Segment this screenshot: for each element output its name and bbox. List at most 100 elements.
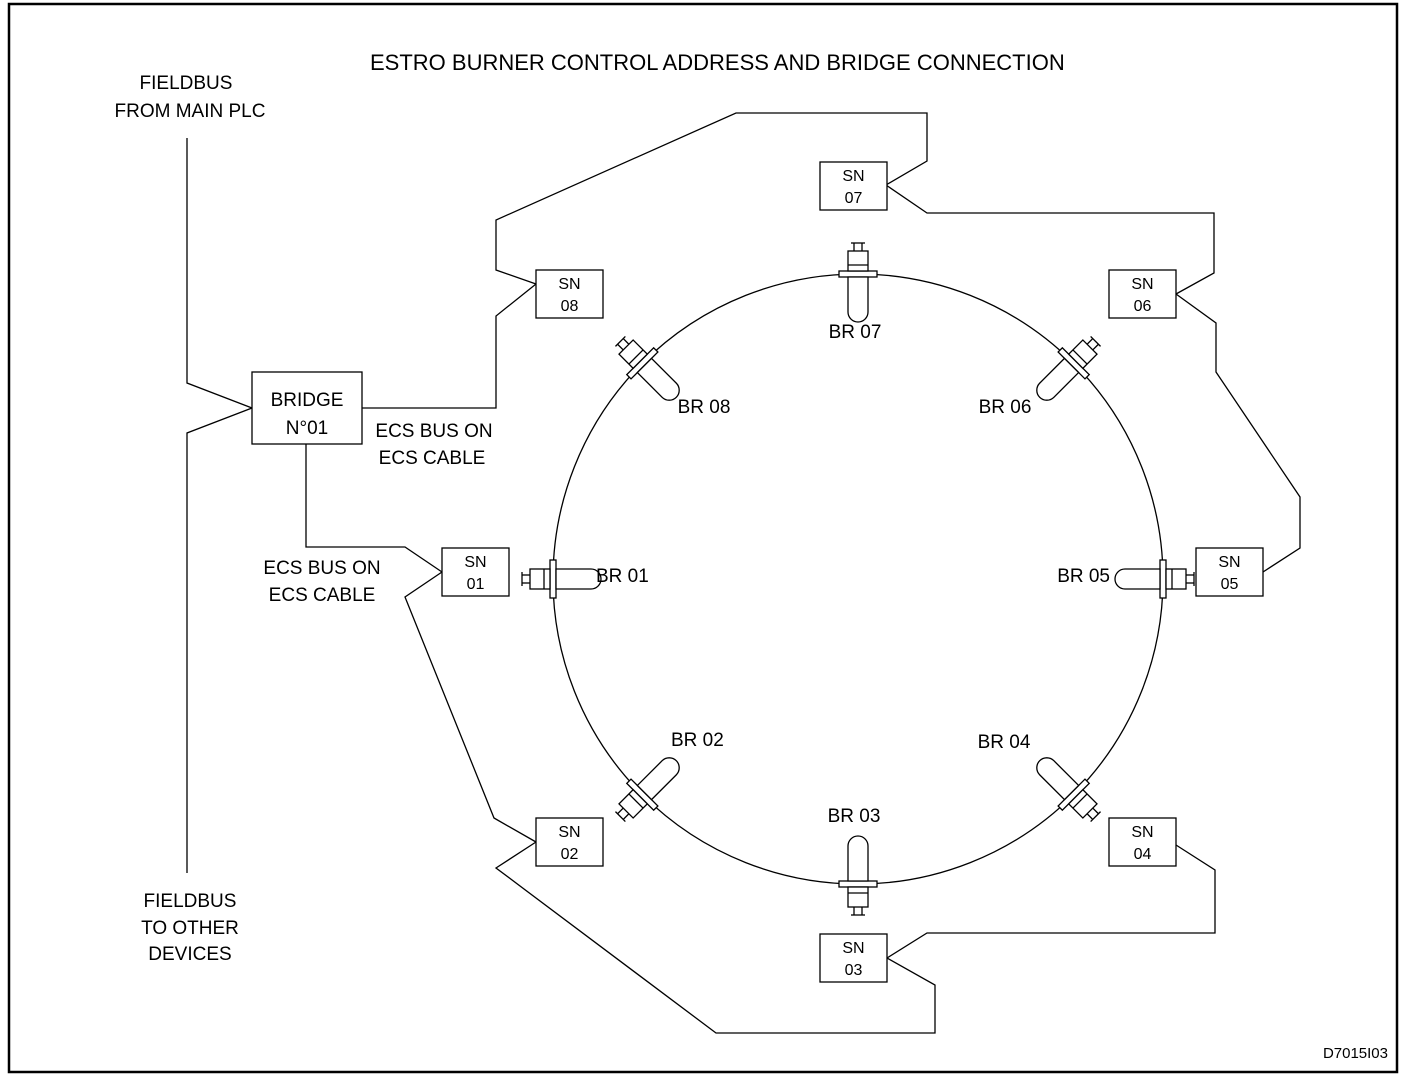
sn-number-label: 08 (561, 298, 579, 315)
burner-pin-cap (615, 336, 626, 347)
burner-pin (617, 807, 624, 815)
ecs-cable-sn02-to-sn03 (494, 841, 936, 1034)
burner-pin (1092, 343, 1099, 351)
sn-number-label: 04 (1134, 846, 1152, 863)
sn-box-07: SN 07 (819, 161, 888, 211)
sn-box-frame (535, 817, 604, 867)
sn-box-frame (1108, 817, 1177, 867)
burner-housing (529, 568, 551, 590)
burner-group (521, 242, 1195, 916)
fieldbus-out-line-1: FIELDBUS (144, 891, 237, 912)
burner-body (1036, 357, 1080, 401)
burner-housing-divider (628, 793, 644, 809)
burner-pin (622, 813, 630, 820)
burner-body (1114, 568, 1161, 590)
ecs-cable-bridge-to-sn01 (305, 444, 443, 573)
burner-label-br03: BR 03 (828, 806, 881, 827)
sn-number-label: 07 (845, 190, 863, 207)
burner-pin (617, 343, 624, 351)
burner-pin (1086, 338, 1094, 345)
fieldbus-out-line (186, 407, 253, 873)
sn-prefix-label: SN (558, 276, 580, 293)
sn-prefix-label: SN (1131, 276, 1153, 293)
fieldbus-out-line-3: DEVICES (148, 944, 231, 965)
burner-housing (847, 250, 869, 272)
burner-symbol-2 (615, 757, 680, 822)
bridge-label-2: N°01 (286, 418, 328, 439)
ecs-cable-sn06-to-sn05 (1175, 293, 1301, 573)
burner-housing (847, 886, 869, 908)
sn-number-label: 06 (1134, 298, 1152, 315)
ecs-cable-bridge-to-sn08 (362, 283, 537, 409)
fieldbus-in-line-2: FROM MAIN PLC (115, 101, 266, 122)
drawing-frame (7, 2, 1399, 1074)
burner-pin-cap (615, 811, 626, 822)
burner-body (847, 276, 869, 323)
ecs-label-top-1: ECS BUS ON (375, 421, 492, 442)
burner-housing (1165, 568, 1187, 590)
burner-symbol-4 (1036, 757, 1101, 822)
burner-flange (549, 559, 557, 599)
fieldbus-in-line (186, 138, 253, 409)
ecs-label-top-2: ECS CABLE (379, 448, 486, 469)
burner-pin (1086, 813, 1094, 820)
sn-number-label: 05 (1221, 576, 1239, 593)
sn-prefix-label: SN (558, 824, 580, 841)
burner-housing (618, 339, 649, 370)
sn-box-06: SN 06 (1108, 269, 1177, 319)
sn-box-03: SN 03 (819, 933, 888, 983)
burner-housing-divider (1072, 349, 1088, 365)
sn-prefix-label: SN (1218, 554, 1240, 571)
burner-symbol-6 (1036, 336, 1101, 401)
burner-body (555, 568, 602, 590)
burner-label-br01: BR 01 (596, 566, 649, 587)
sn-box-frame (535, 269, 604, 319)
fieldbus-in-line-1: FIELDBUS (140, 73, 233, 94)
burner-flange (838, 880, 878, 888)
sn-prefix-label: SN (842, 168, 864, 185)
burner-flange (1159, 559, 1167, 599)
burner-body (636, 757, 680, 801)
burner-label-br05: BR 05 (1057, 566, 1110, 587)
burner-body (1036, 757, 1080, 801)
sn-prefix-label: SN (464, 554, 486, 571)
sn-box-02: SN 02 (535, 817, 604, 867)
ecs-label-left-2: ECS CABLE (269, 585, 376, 606)
sn-number-label: 02 (561, 846, 579, 863)
burner-housing (1067, 788, 1098, 819)
bridge-label-1: BRIDGE (271, 390, 344, 411)
burner-label-br08: BR 08 (678, 397, 731, 418)
drawing-code: D7015I03 (1323, 1045, 1388, 1062)
burner-symbol-5 (1114, 559, 1195, 599)
sn-box-05: SN 05 (1195, 547, 1264, 597)
burner-flange (838, 270, 878, 278)
diagram-title: ESTRO BURNER CONTROL ADDRESS AND BRIDGE … (370, 50, 1065, 75)
burner-label-br02: BR 02 (671, 730, 724, 751)
burner-pin-cap (1090, 336, 1101, 347)
burner-label-br06: BR 06 (979, 397, 1032, 418)
fieldbus-out-line-2: TO OTHER (141, 918, 239, 939)
bridge-box (251, 371, 363, 445)
burner-pin-cap (1090, 811, 1101, 822)
burner-housing (618, 788, 649, 819)
ecs-cable-sn01-to-sn02 (404, 571, 537, 843)
burner-symbol-8 (615, 336, 680, 401)
burner-pin (1092, 807, 1099, 815)
sn-box-frame (819, 933, 888, 983)
sn-number-label: 03 (845, 962, 863, 979)
burner-housing-divider (628, 349, 644, 365)
sn-box-frame (441, 547, 510, 597)
burner-housing-divider (1072, 793, 1088, 809)
burner-label-br07: BR 07 (829, 322, 882, 343)
sn-prefix-label: SN (842, 940, 864, 957)
burner-pin (622, 338, 630, 345)
sn-box-frame (1108, 269, 1177, 319)
ecs-label-left-1: ECS BUS ON (263, 558, 380, 579)
ecs-cable-sn07-to-sn06 (885, 184, 1215, 295)
burner-symbol-1 (521, 559, 602, 599)
sn-box-08: SN 08 (535, 269, 604, 319)
